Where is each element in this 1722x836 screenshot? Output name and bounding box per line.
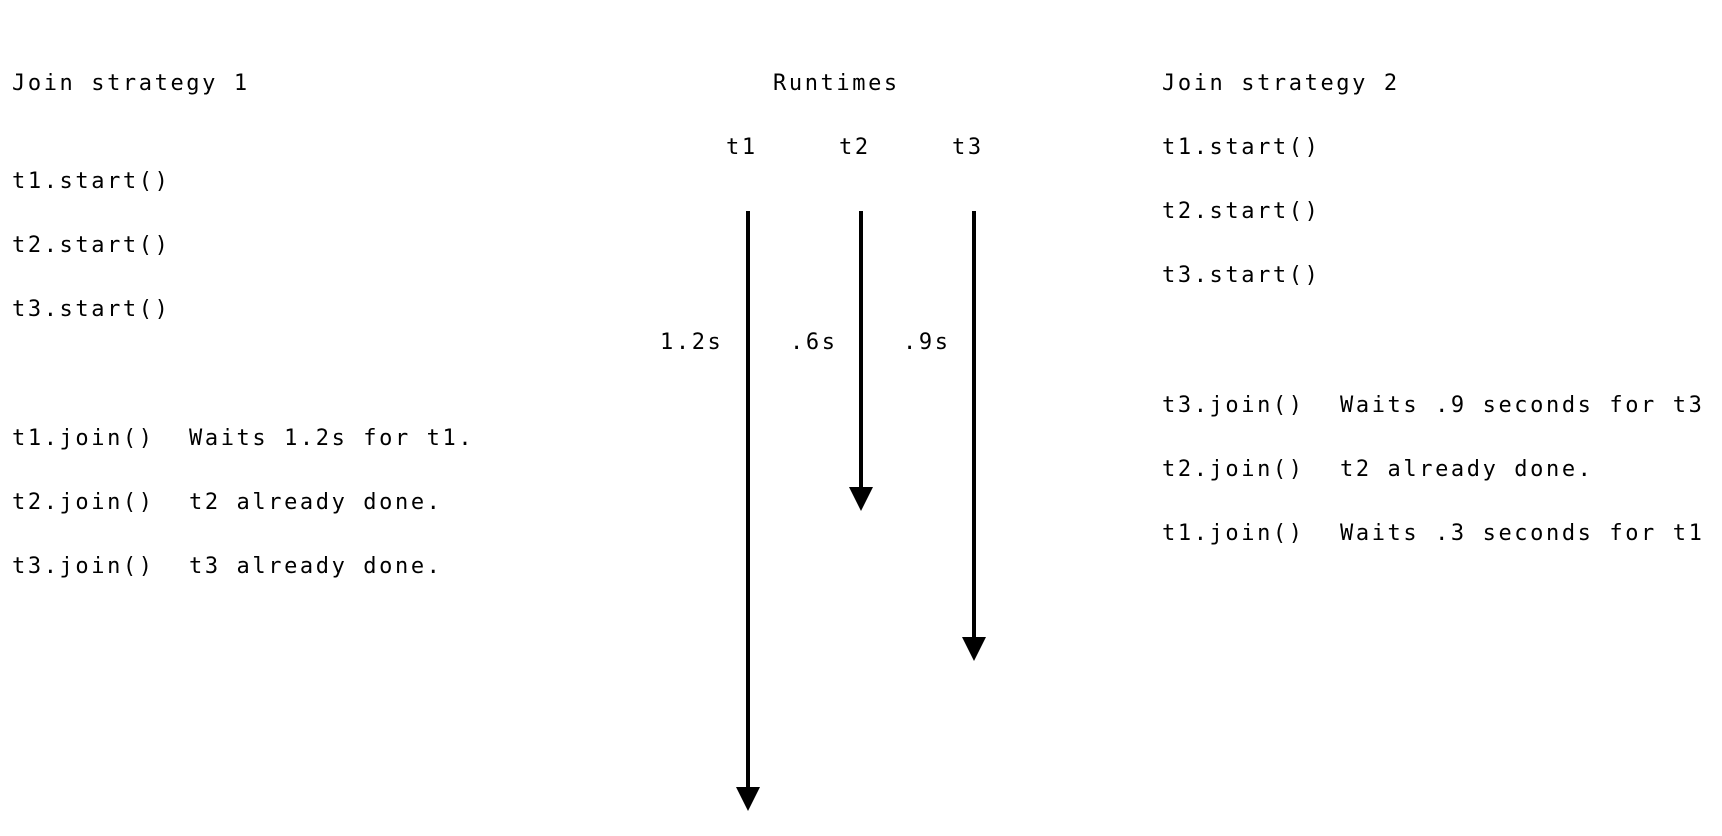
strategy2-join-note: Waits .9 seconds for t3. [1340,393,1704,418]
runtime-thread-label-t3: t3 [952,135,984,160]
strategy1-title: Join strategy 1 [12,71,250,96]
runtime-arrow-head-t3 [962,637,986,661]
runtime-duration-label-t2: .6s [790,330,838,355]
runtime-thread-label-t2: t2 [839,135,871,160]
runtimes-title: Runtimes [773,71,900,96]
strategy1-start-t3: t3.start() [12,297,171,322]
strategy1-start-t1: t1.start() [12,169,171,194]
strategy1-join-call: t1.join() [12,426,155,451]
strategy1-join-note: Waits 1.2s for t1. [189,426,475,451]
runtime-arrow-head-t2 [849,487,873,511]
strategy1-join-note: t3 already done. [189,554,443,579]
strategy2-title: Join strategy 2 [1162,71,1400,96]
runtime-duration-label-t1: 1.2s [660,330,724,355]
runtime-thread-label-t1: t1 [726,135,758,160]
runtime-arrow-head-t1 [736,787,760,811]
strategy2-panel: Join strategy 2 t1.start() t2.start() t3… [1162,0,1704,836]
strategy1-join-note: t2 already done. [189,490,443,515]
strategy1-join-call: t3.join() [12,554,155,579]
strategy2-start-t3: t3.start() [1162,263,1321,288]
strategy2-join-note: Waits .3 seconds for t1. [1340,521,1704,546]
strategy2-start-t1: t1.start() [1162,135,1321,160]
strategy2-join-call: t1.join() [1162,521,1305,546]
strategy2-join-call: t2.join() [1162,457,1305,482]
strategy1-join-call: t2.join() [12,490,155,515]
strategy2-join-call: t3.join() [1162,393,1305,418]
strategy2-start-t2: t2.start() [1162,199,1321,224]
strategy1-start-t2: t2.start() [12,233,171,258]
strategy2-join-note: t2 already done. [1340,457,1594,482]
runtime-duration-label-t3: .9s [903,330,951,355]
